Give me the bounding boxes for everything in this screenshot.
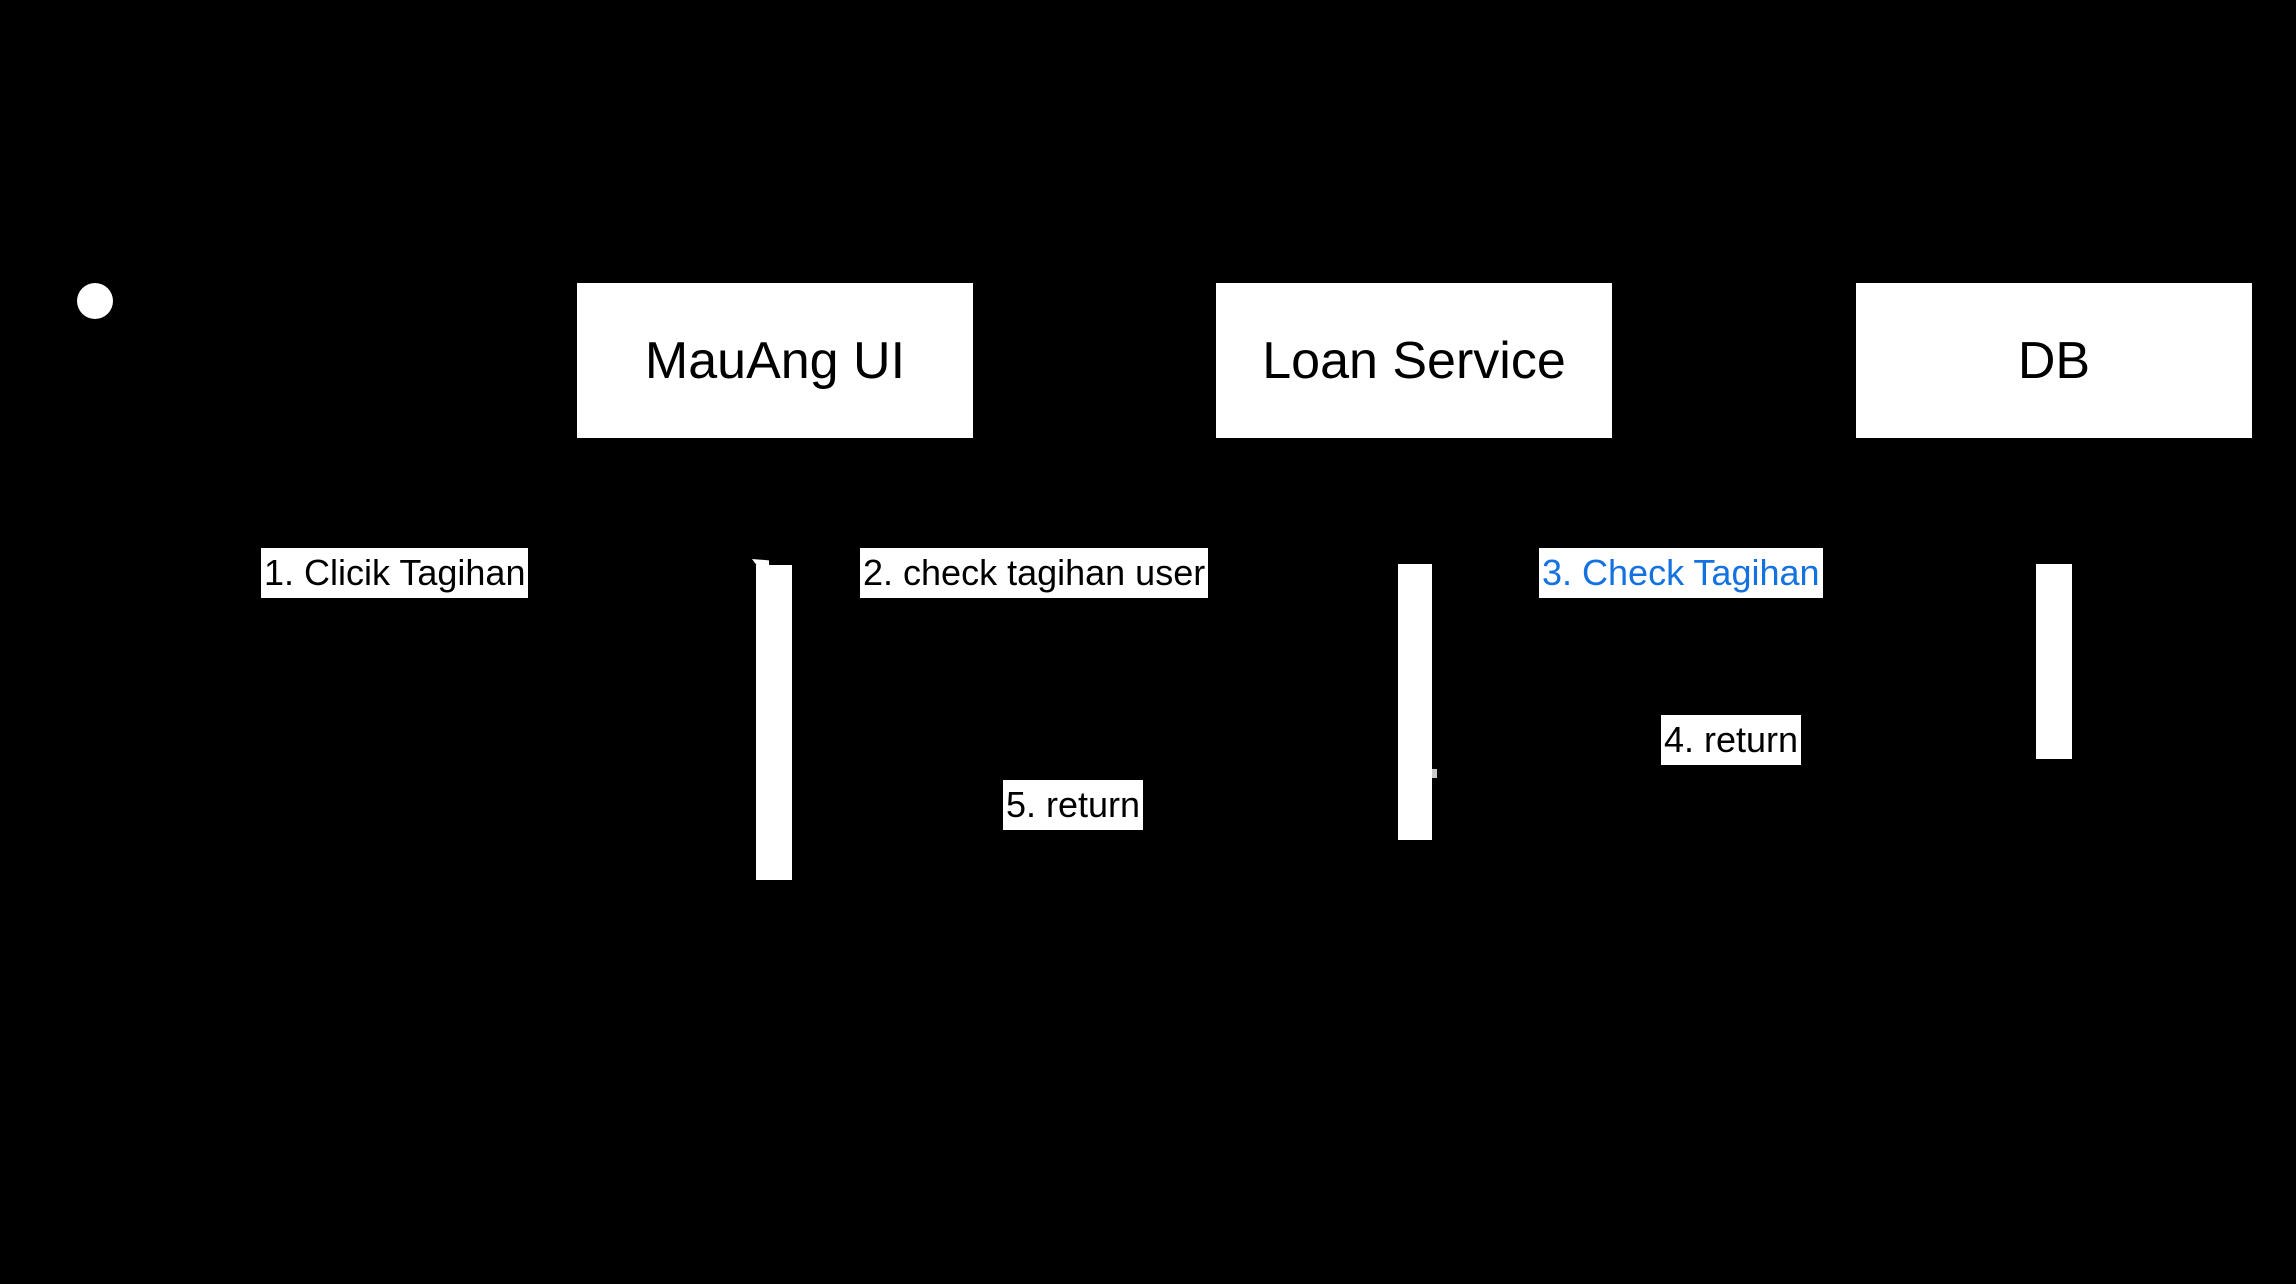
participant-label: MauAng UI bbox=[644, 331, 906, 390]
participant-box-loan-service: Loan Service bbox=[1216, 283, 1612, 438]
activation-bar-db bbox=[2036, 564, 2072, 759]
actor-head-circle-icon bbox=[77, 283, 113, 319]
message-label-4: 4. return bbox=[1661, 715, 1802, 765]
activation-bar-loan-service bbox=[1398, 564, 1432, 840]
arrowhead-remnant-icon bbox=[1432, 769, 1437, 778]
activation-bar-mauang-ui bbox=[756, 565, 792, 880]
message-label-3: 3. Check Tagihan bbox=[1539, 548, 1823, 598]
message-label-5: 5. return bbox=[1003, 780, 1144, 830]
message-label-2: 2. check tagihan user bbox=[860, 548, 1209, 598]
participant-label: DB bbox=[2017, 331, 2091, 390]
participant-box-mauang-ui: MauAng UI bbox=[577, 283, 973, 438]
participant-label: Loan Service bbox=[1262, 331, 1566, 390]
message-label-1: 1. Clicik Tagihan bbox=[261, 548, 529, 598]
participant-box-db: DB bbox=[1856, 283, 2252, 438]
arrowhead-remnant-icon bbox=[752, 559, 769, 568]
